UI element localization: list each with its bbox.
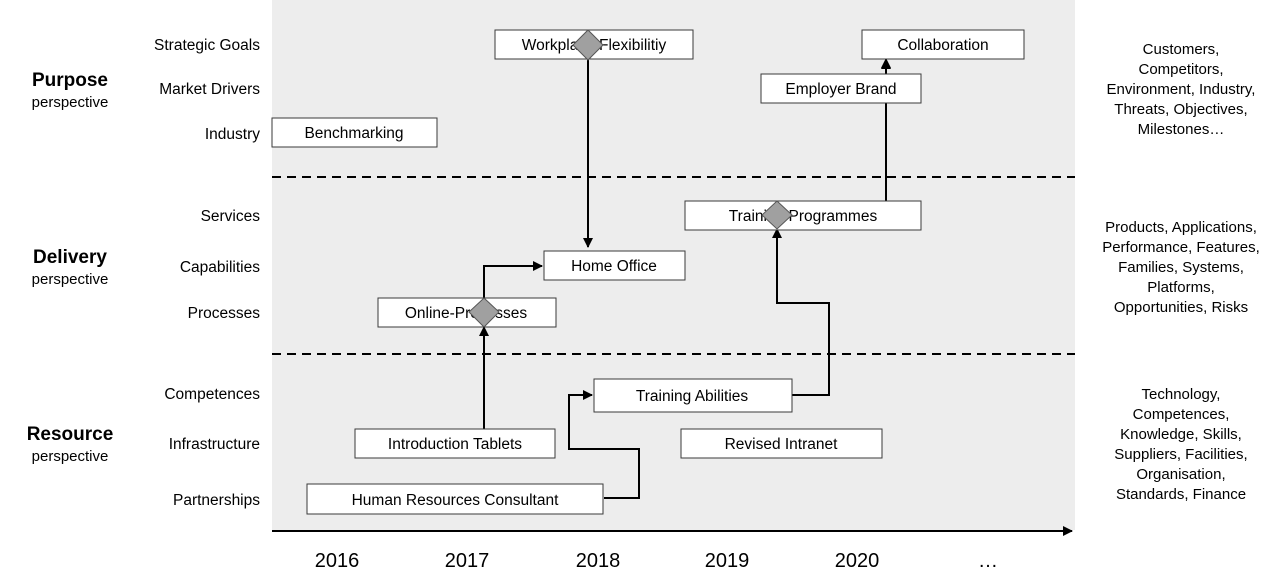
year-2019: 2019 xyxy=(705,550,750,572)
item-collaboration: Collaboration xyxy=(861,29,1025,60)
milestone-diamond-online-processes xyxy=(468,297,500,328)
description-line: Organisation, xyxy=(1136,466,1225,483)
year-ellipsis: … xyxy=(978,550,998,572)
item-online-processes: Online-Processes xyxy=(377,297,557,328)
layer-label-competences: Competences xyxy=(164,386,260,403)
layer-label-partnerships: Partnerships xyxy=(173,492,260,509)
item-training-abilities: Training Abilities xyxy=(593,378,793,413)
item-label: Training Programmes xyxy=(729,208,878,225)
item-label: Introduction Tablets xyxy=(388,436,522,453)
item-label: Employer Brand xyxy=(785,81,896,98)
year-2018: 2018 xyxy=(576,550,621,572)
description-purpose: Customers, Competitors, Environment, Ind… xyxy=(1107,41,1256,138)
layer-label-capabilities: Capabilities xyxy=(180,259,260,276)
milestone-diamond-training-programmes xyxy=(761,200,793,230)
item-label: Online-Processes xyxy=(405,305,528,322)
perspective-subtitle-delivery: perspective xyxy=(32,271,109,288)
description-line: Competitors, xyxy=(1138,61,1223,78)
item-benchmarking: Benchmarking xyxy=(271,117,438,148)
link-training-abilities-to-programmes xyxy=(772,228,830,396)
description-line: Platforms, xyxy=(1147,279,1215,296)
item-label: Human Resources Consultant xyxy=(352,492,559,509)
description-line: Technology, xyxy=(1142,386,1221,403)
item-label: Revised Intranet xyxy=(725,436,839,453)
description-line: Opportunities, Risks xyxy=(1114,299,1248,316)
item-label: Training Abilities xyxy=(636,388,749,405)
perspective-title-delivery: Delivery xyxy=(33,247,107,268)
description-line: Environment, Industry, xyxy=(1107,81,1256,98)
layer-label-infrastructure: Infrastructure xyxy=(169,436,260,453)
perspective-title-resource: Resource xyxy=(27,424,114,445)
item-revised-intranet: Revised Intranet xyxy=(680,428,883,459)
description-line: Competences, xyxy=(1133,406,1230,423)
description-line: Suppliers, Facilities, xyxy=(1114,446,1247,463)
perspective-subtitle-purpose: perspective xyxy=(32,94,109,111)
link-online-processes-to-home-office xyxy=(483,261,543,298)
layer-label-strategic-goals: Strategic Goals xyxy=(154,37,260,54)
link-consultant-to-training-abilities xyxy=(568,390,640,499)
item-home-office: Home Office xyxy=(543,250,686,281)
item-label: Benchmarking xyxy=(304,125,403,142)
item-employer-brand: Employer Brand xyxy=(760,73,922,104)
item-training-programmes: Training Programmes xyxy=(684,200,922,231)
year-2016: 2016 xyxy=(315,550,360,572)
description-resource: Technology, Competences, Knowledge, Skil… xyxy=(1114,386,1247,503)
year-2017: 2017 xyxy=(445,550,490,572)
layer-label-industry: Industry xyxy=(205,126,260,143)
perspective-title-purpose: Purpose xyxy=(32,70,108,91)
description-line: Threats, Objectives, xyxy=(1114,101,1247,118)
item-label: Home Office xyxy=(571,258,657,275)
item-hr-consultant: Human Resources Consultant xyxy=(306,483,604,515)
item-introduction-tablets: Introduction Tablets xyxy=(354,428,556,459)
description-line: Milestones… xyxy=(1138,121,1225,138)
description-line: Families, Systems, xyxy=(1118,259,1244,276)
year-2020: 2020 xyxy=(835,550,880,572)
layer-label-processes: Processes xyxy=(188,305,261,322)
description-line: Performance, Features, xyxy=(1102,239,1260,256)
description-line: Customers, xyxy=(1143,41,1220,58)
description-line: Products, Applications, xyxy=(1105,219,1257,236)
item-label: Collaboration xyxy=(897,37,988,54)
perspective-subtitle-resource: perspective xyxy=(32,448,109,465)
layer-label-market-drivers: Market Drivers xyxy=(159,81,260,98)
description-delivery: Products, Applications, Performance, Fea… xyxy=(1102,219,1260,316)
description-line: Knowledge, Skills, xyxy=(1120,426,1242,443)
milestone-diamond-workplace xyxy=(572,29,604,61)
layer-label-services: Services xyxy=(201,208,261,225)
description-line: Standards, Finance xyxy=(1116,486,1246,503)
